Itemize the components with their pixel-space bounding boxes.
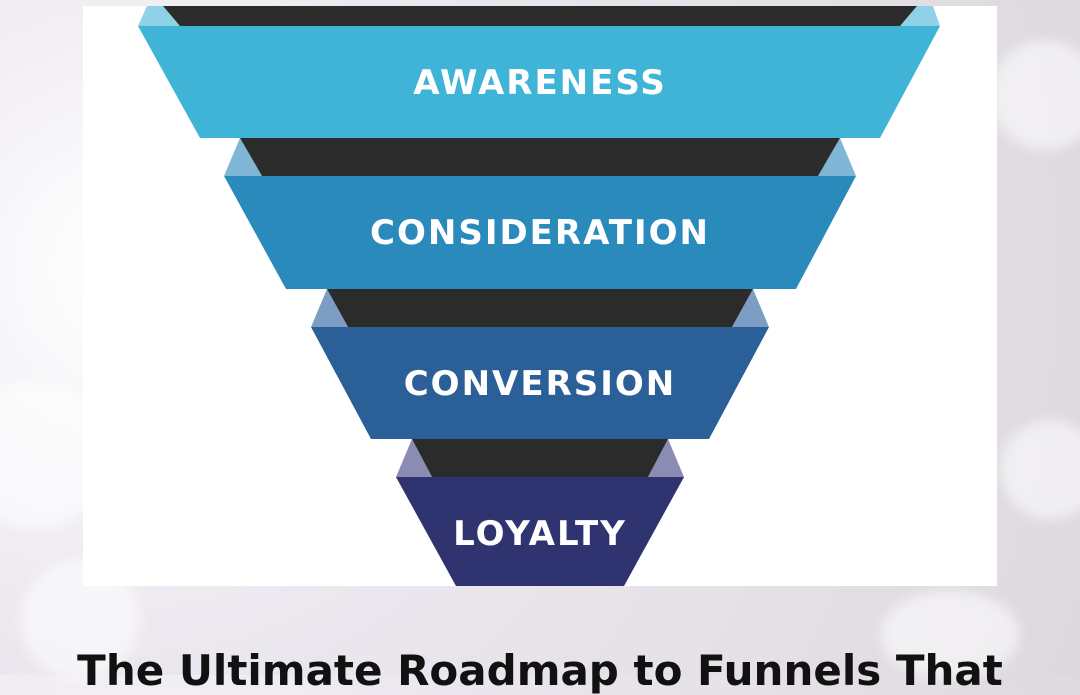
funnel-diagram: AWARENESS CONSIDERATION CONVERSION LOYAL…	[138, 6, 940, 586]
stage-wing-left	[224, 138, 262, 176]
stage-dark-band	[412, 439, 668, 477]
bokeh-light	[990, 40, 1080, 150]
funnel-stage-consideration: CONSIDERATION	[224, 138, 856, 289]
funnel-stage-loyalty: LOYALTY	[396, 439, 684, 586]
stage-dark-band	[327, 289, 753, 327]
stage-dark-band	[240, 138, 840, 176]
stage-label: LOYALTY	[453, 514, 627, 554]
stage-body	[396, 477, 684, 586]
stage-body	[224, 176, 856, 289]
headline: The Ultimate Roadmap to Funnels That	[77, 646, 1003, 695]
stage-label: CONVERSION	[404, 364, 677, 404]
stage-label: AWARENESS	[413, 63, 667, 103]
stage-body	[311, 327, 769, 439]
stage-wing-right	[648, 439, 684, 477]
stage-wing-left	[311, 289, 348, 327]
bokeh-light	[1000, 420, 1080, 520]
stage-body	[138, 26, 940, 138]
bokeh-light	[880, 590, 1020, 680]
stage-wing-right	[900, 6, 940, 26]
stage-dark-band	[163, 6, 917, 26]
stage-wing-left	[396, 439, 432, 477]
funnel-stage-conversion: CONVERSION	[311, 289, 769, 439]
stage-wing-right	[818, 138, 856, 176]
stage-wing-right	[732, 289, 769, 327]
stage-wing-left	[138, 6, 180, 26]
funnel-stage-awareness: AWARENESS	[138, 6, 940, 138]
stage-label: CONSIDERATION	[370, 213, 710, 253]
